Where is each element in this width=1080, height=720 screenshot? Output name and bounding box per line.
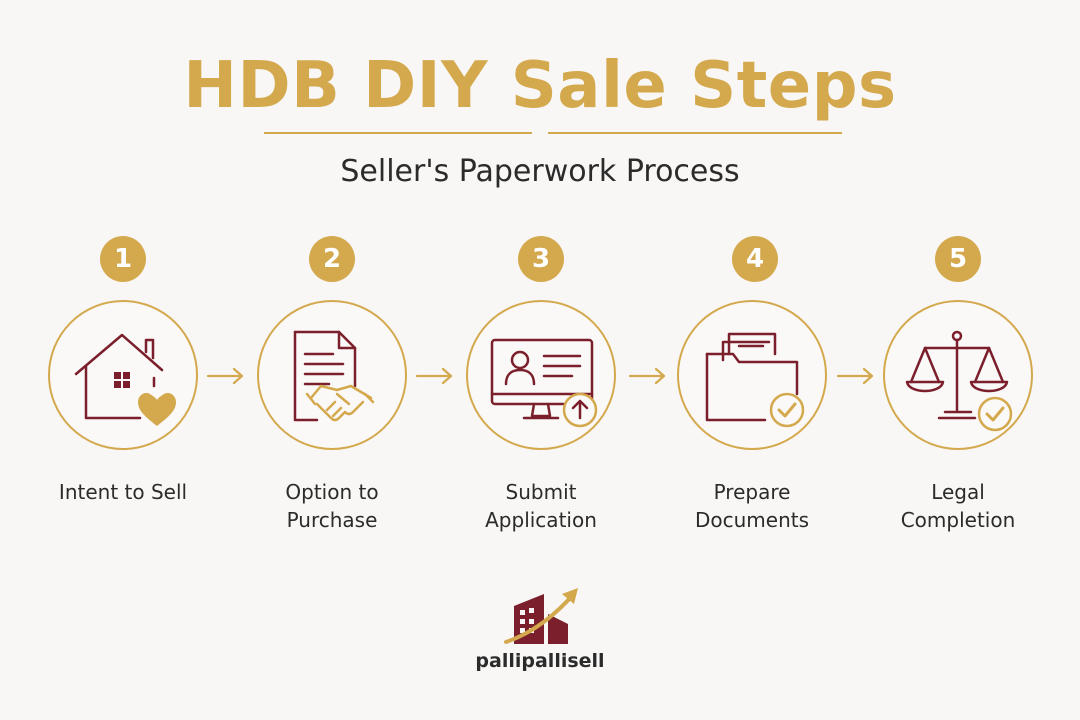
title-underline-left [264, 132, 532, 134]
page-title: HDB DIY Sale Steps [183, 49, 897, 123]
step-1-circle [48, 300, 198, 450]
step-4-label-line-2: Documents [694, 508, 810, 532]
folder-check-icon [705, 332, 805, 428]
step-3-circle [466, 300, 616, 450]
step-4-label-line-1: Prepare [713, 480, 791, 504]
step-1-badge: 1 [100, 236, 146, 282]
house-heart-icon [74, 333, 176, 426]
arrow-right-icon [836, 367, 874, 385]
step-5-circle [883, 300, 1033, 450]
step-5-label-line-1: Legal [931, 480, 985, 504]
brand-logo [504, 588, 578, 644]
step-4-circle [677, 300, 827, 450]
step-2-circle [257, 300, 407, 450]
arrow-right-icon [415, 367, 453, 385]
step-5-label: Legal Completion [873, 478, 1043, 534]
title-underline-right [548, 132, 842, 134]
document-handshake-icon [293, 330, 375, 422]
step-2-label: Option to Purchase [247, 478, 417, 534]
step-3-label-line-2: Application [485, 508, 597, 532]
step-4-label: Prepare Documents [667, 478, 837, 534]
step-3-label: Submit Application [456, 478, 626, 534]
arrow-right-icon [628, 367, 666, 385]
step-5-badge: 5 [935, 236, 981, 282]
step-1-label-line-1: Intent to Sell [58, 480, 188, 504]
arrow-right-icon [206, 367, 244, 385]
step-5-label-line-2: Completion [900, 508, 1016, 532]
step-2-label-line-1: Option to [285, 480, 379, 504]
step-2-label-line-2: Purchase [286, 508, 378, 532]
scales-check-icon [905, 330, 1013, 432]
page-subtitle: Seller's Paperwork Process [340, 154, 740, 189]
step-4-badge: 4 [732, 236, 778, 282]
monitor-upload-icon [490, 338, 598, 428]
step-3-label-line-1: Submit [505, 480, 577, 504]
step-2-badge: 2 [309, 236, 355, 282]
step-1-label: Intent to Sell [38, 478, 208, 506]
brand-name: pallipallisell [475, 650, 605, 672]
step-3-badge: 3 [518, 236, 564, 282]
